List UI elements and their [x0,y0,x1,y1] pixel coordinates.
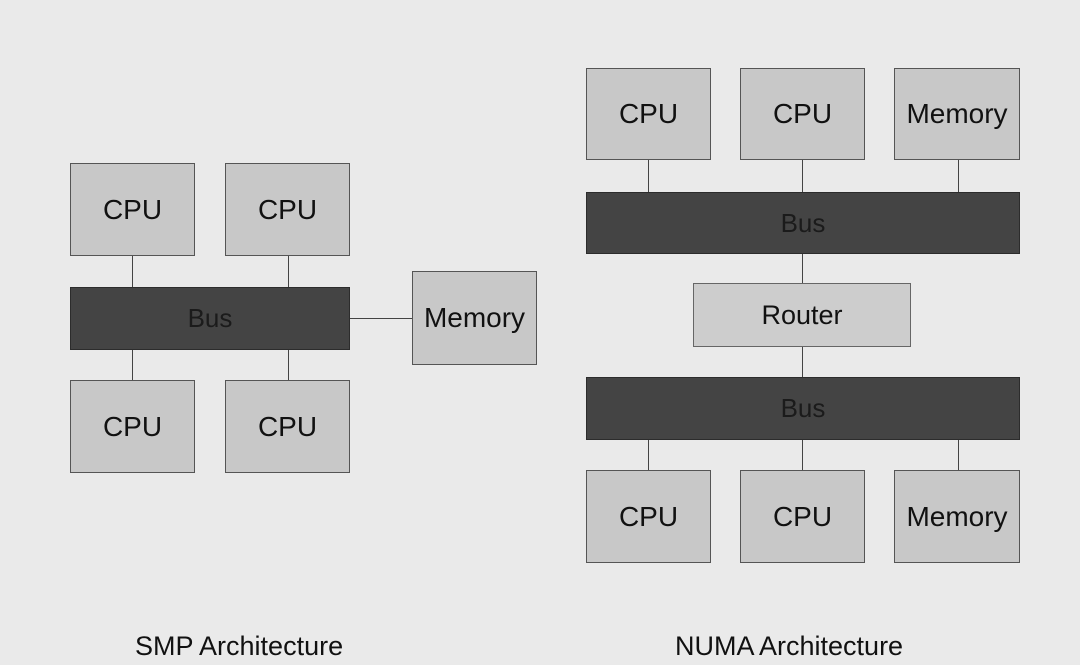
numa-bottom-cpu-1: CPU [586,470,711,563]
smp-line-cpu-bottom-right [288,349,289,380]
smp-caption: SMP Architecture [135,631,344,661]
numa-caption: NUMA Architecture [675,631,904,661]
numa-top-bus: Bus [586,192,1020,254]
smp-memory: Memory [412,271,537,365]
smp-cpu-top-left: CPU [70,163,195,256]
smp-line-cpu-top-right [288,256,289,287]
numa-bottom-bus: Bus [586,377,1020,440]
numa-line-bottom-cpu-1 [648,439,649,470]
numa-top-memory: Memory [894,68,1020,160]
numa-top-cpu-1: CPU [586,68,711,160]
numa-bottom-cpu-2: CPU [740,470,865,563]
smp-line-cpu-bottom-left [132,349,133,380]
smp-cpu-bottom-left: CPU [70,380,195,473]
smp-cpu-bottom-right: CPU [225,380,350,473]
numa-router: Router [693,283,911,347]
numa-top-cpu-2: CPU [740,68,865,160]
numa-line-topbus-router [802,253,803,283]
smp-cpu-top-right: CPU [225,163,350,256]
smp-line-cpu-top-left [132,256,133,287]
numa-line-bottom-cpu-2 [802,439,803,470]
smp-line-bus-memory [349,318,413,319]
numa-line-top-cpu-2 [802,159,803,192]
numa-line-bottom-memory [958,439,959,470]
numa-line-top-memory [958,159,959,192]
smp-bus: Bus [70,287,350,350]
numa-line-top-cpu-1 [648,159,649,192]
numa-bottom-memory: Memory [894,470,1020,563]
numa-line-router-bottombus [802,346,803,377]
